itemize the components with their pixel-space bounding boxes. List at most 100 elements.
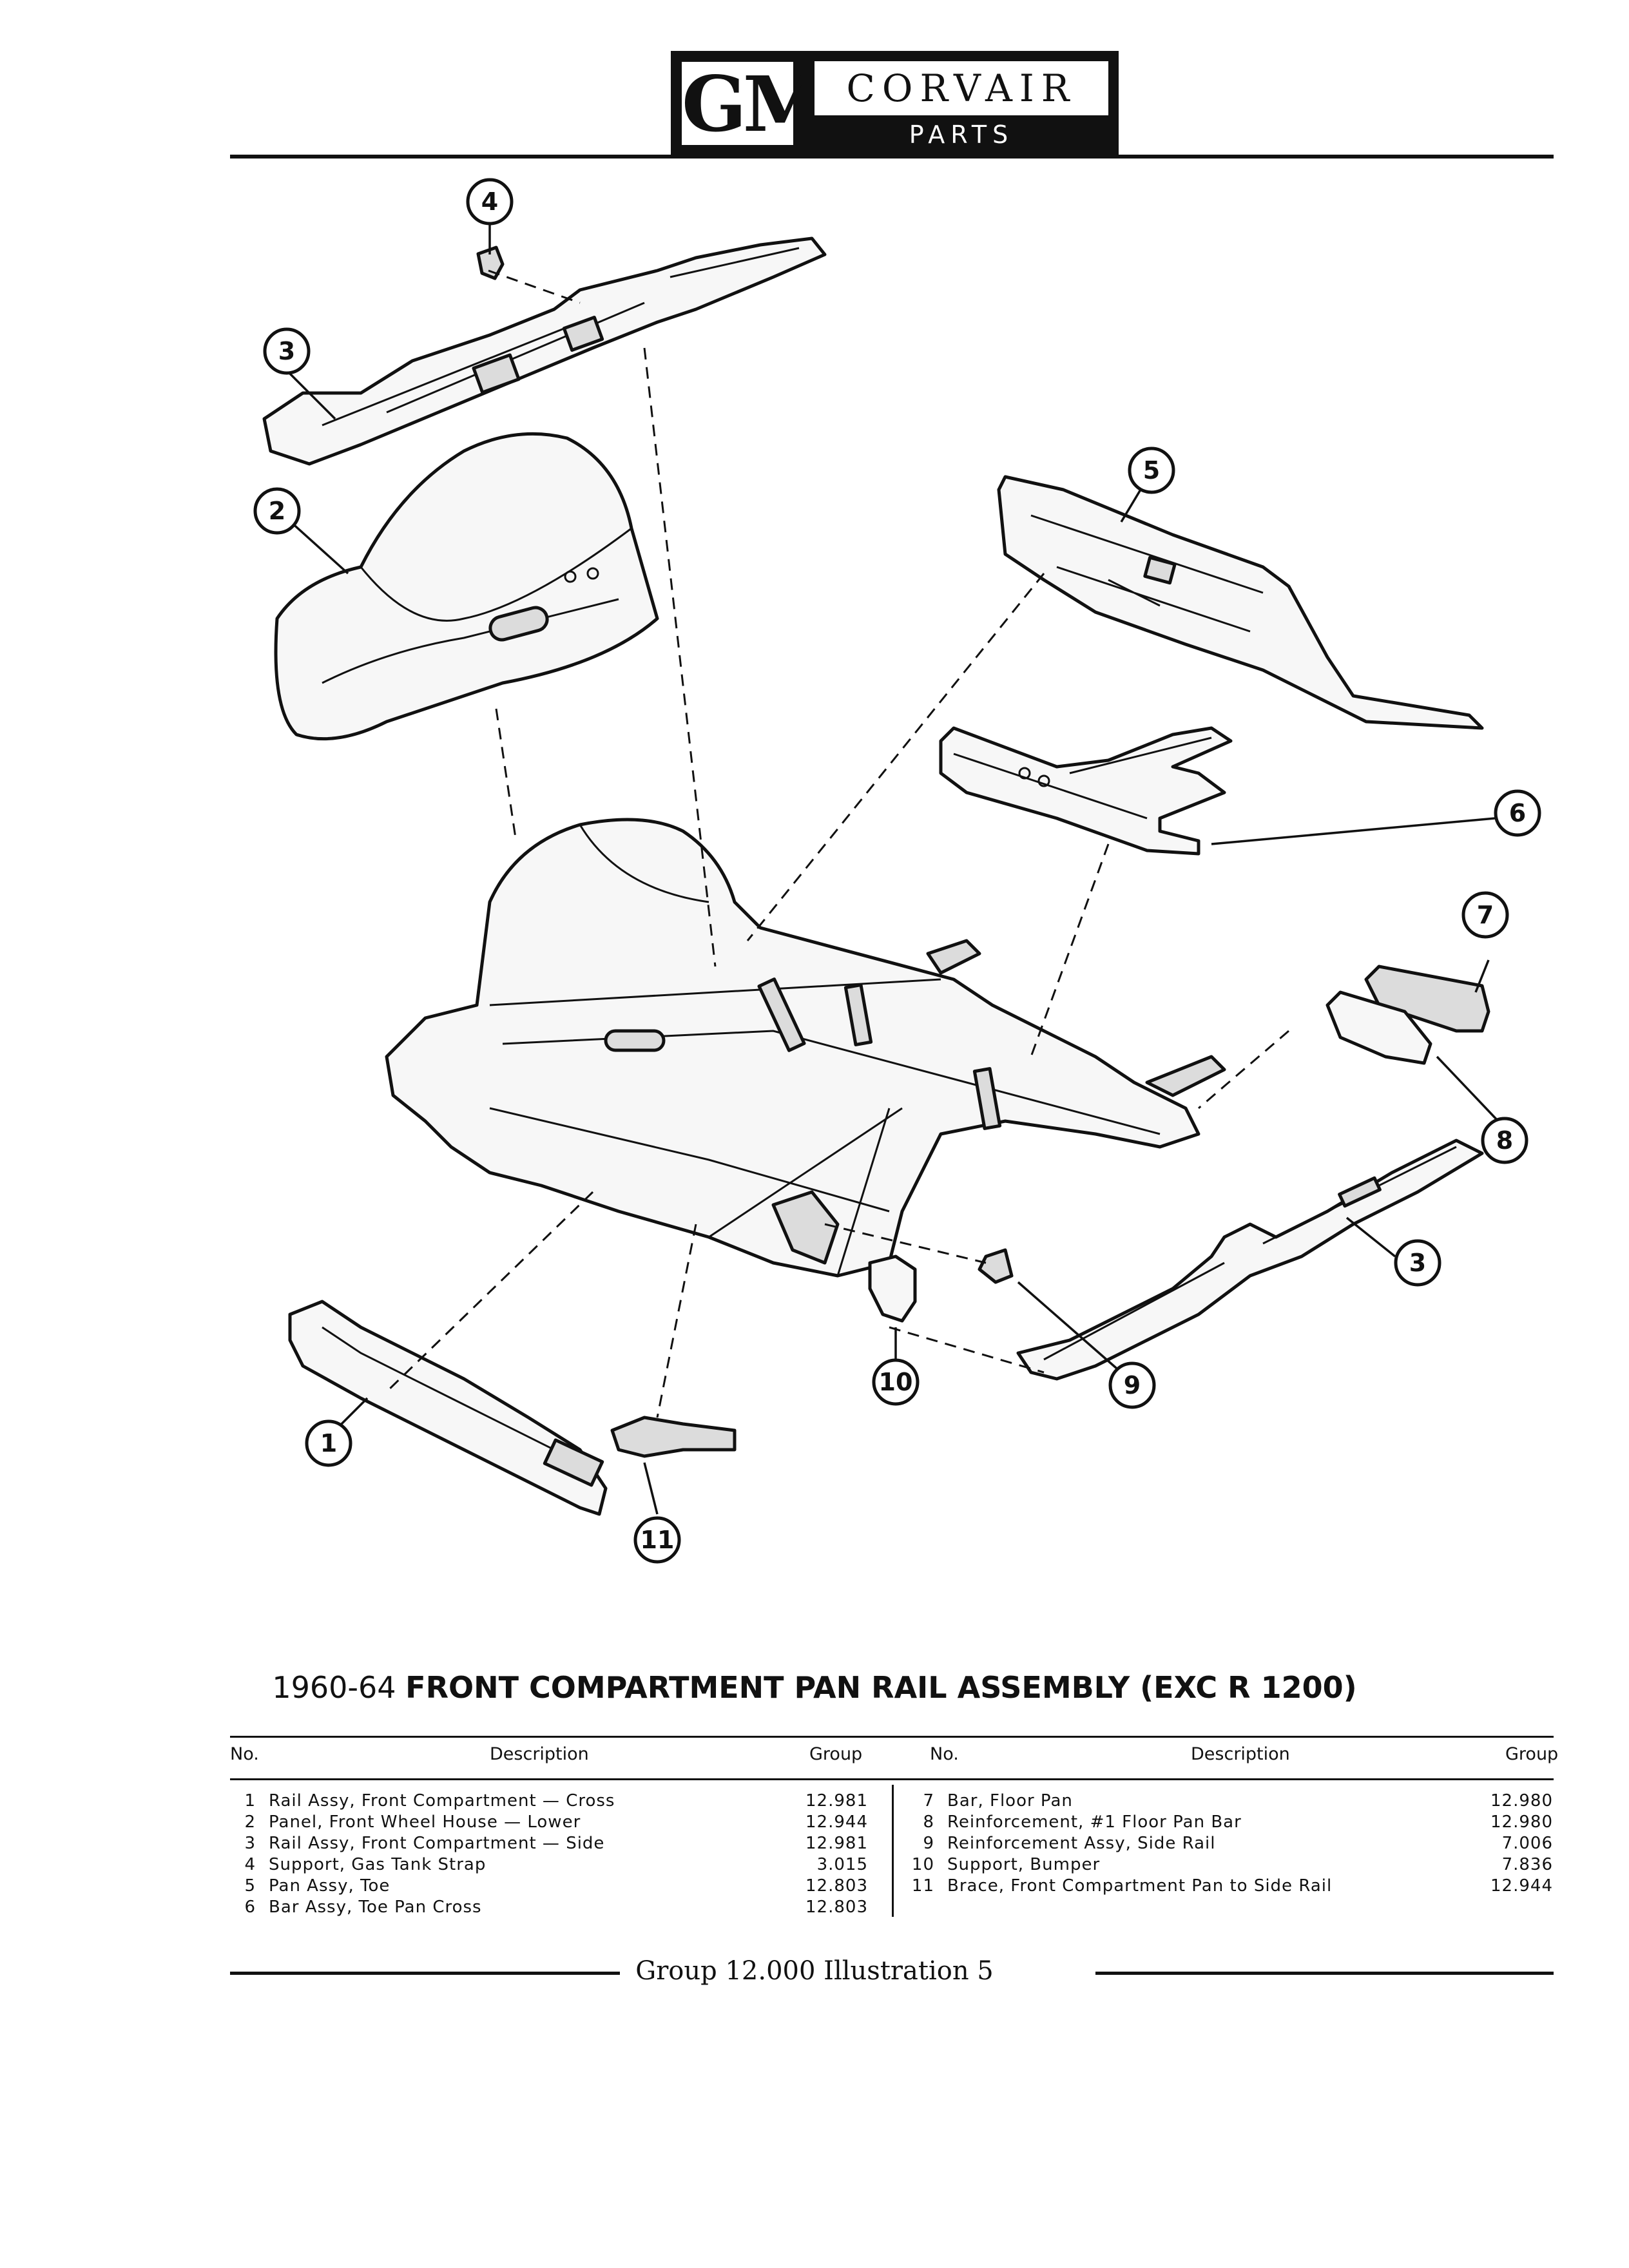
- toe-pan-part: [997, 475, 1484, 730]
- callout-number: 4: [481, 187, 498, 216]
- part-group: 7.836: [1501, 1855, 1553, 1874]
- header-group-right: Group: [1505, 1744, 1559, 1764]
- brand-name: CORVAIR: [815, 61, 1108, 115]
- front-compartment-assembly: [385, 818, 1226, 1278]
- header-description-left: Description: [490, 1744, 589, 1764]
- callout-number: 5: [1143, 456, 1160, 485]
- exploded-diagram: 1 2 3 3 4 5 6 7 8 9 10 11: [253, 178, 1541, 1564]
- callout-1: 1: [305, 1419, 352, 1467]
- footer-rule-left: [230, 1972, 694, 1975]
- callout-number: 11: [641, 1526, 675, 1554]
- part-number: 11: [911, 1876, 934, 1896]
- part-number: 8: [923, 1812, 934, 1832]
- part-number: 3: [244, 1834, 256, 1853]
- part-number: 2: [244, 1812, 256, 1832]
- callout-4: 4: [466, 178, 514, 226]
- part-group: 12.944: [805, 1812, 868, 1832]
- part-row-2: 2 Panel, Front Wheel House — Lower 12.944: [230, 1811, 868, 1833]
- part-group: 3.015: [816, 1855, 868, 1874]
- title-years: 1960-64: [272, 1670, 396, 1705]
- footer-caption-text: Group 12.000 Illustration 5: [620, 1956, 1009, 1986]
- part-description: Bar Assy, Toe Pan Cross: [269, 1898, 482, 1917]
- callout-8: 8: [1481, 1117, 1528, 1164]
- callout-6: 6: [1494, 789, 1541, 837]
- column-divider: [892, 1785, 894, 1917]
- part-number: 1: [244, 1791, 256, 1811]
- side-rail-lower-part: [1016, 1139, 1484, 1381]
- alignment-lines: [385, 269, 1289, 1418]
- callout-3-lower: 3: [1394, 1239, 1441, 1287]
- part-row-8: 8 Reinforcement, #1 Floor Pan Bar 12.980: [909, 1811, 1553, 1833]
- callout-7: 7: [1461, 891, 1509, 939]
- catalogue-subtitle: PARTS CATALOGUE: [862, 120, 1061, 182]
- side-rail-upper-part: [262, 236, 827, 466]
- part-description: Panel, Front Wheel House — Lower: [269, 1812, 581, 1832]
- part-group: 12.803: [805, 1876, 868, 1896]
- part-group: 12.981: [805, 1834, 868, 1853]
- part-group: 12.981: [805, 1791, 868, 1811]
- callout-number: 7: [1477, 901, 1494, 929]
- bumper-support-part: [868, 1254, 917, 1323]
- header-no-left: No.: [230, 1744, 259, 1764]
- part-description: Rail Assy, Front Compartment — Side: [269, 1834, 605, 1853]
- strap-support-part: [476, 245, 505, 280]
- part-description: Pan Assy, Toe: [269, 1876, 390, 1896]
- part-description: Brace, Front Compartment Pan to Side Rai…: [947, 1876, 1333, 1896]
- wheel-house-panel-part: [274, 432, 659, 741]
- part-row-7: 7 Bar, Floor Pan 12.980: [909, 1790, 1553, 1812]
- part-row-1: 1 Rail Assy, Front Compartment — Cross 12.…: [230, 1790, 868, 1812]
- part-group: 12.980: [1490, 1791, 1553, 1811]
- illustration-title: 1960-64 FRONT COMPARTMENT PAN RAIL ASSEM…: [0, 1670, 1629, 1705]
- catalogue-header: GM CORVAIR PARTS CATALOGUE: [671, 51, 1119, 182]
- cross-rail-part: [288, 1300, 608, 1516]
- part-description: Reinforcement Assy, Side Rail: [947, 1834, 1216, 1853]
- part-row-9: 9 Reinforcement Assy, Side Rail 7.006: [909, 1832, 1553, 1854]
- part-row-6: 6 Bar Assy, Toe Pan Cross 12.803: [230, 1896, 868, 1918]
- part-number: 7: [923, 1791, 934, 1811]
- part-description: Support, Bumper: [947, 1855, 1101, 1874]
- part-number: 4: [244, 1855, 256, 1874]
- callout-5: 5: [1128, 447, 1175, 494]
- part-description: Bar, Floor Pan: [947, 1791, 1073, 1811]
- part-row-11: 11 Brace, Front Compartment Pan to Side R…: [909, 1875, 1553, 1897]
- part-group: 12.980: [1490, 1812, 1553, 1832]
- toe-pan-cross-bar-part: [939, 726, 1233, 856]
- header-rule: [230, 155, 1554, 159]
- title-main: FRONT COMPARTMENT PAN RAIL ASSEMBLY (EXC…: [405, 1670, 1357, 1705]
- part-description: Support, Gas Tank Strap: [269, 1855, 487, 1874]
- part-group: 12.944: [1490, 1876, 1553, 1896]
- part-row-4: 4 Support, Gas Tank Strap 3.015: [230, 1854, 868, 1876]
- part-description: Reinforcement, #1 Floor Pan Bar: [947, 1812, 1242, 1832]
- brace-part: [610, 1416, 737, 1458]
- part-row-10: 10 Support, Bumper 7.836: [909, 1854, 1553, 1876]
- table-rule-top: [230, 1736, 1554, 1738]
- callout-number: 2: [269, 497, 285, 525]
- gm-logo-text: GM: [679, 59, 827, 148]
- gm-logo: GM: [671, 51, 827, 156]
- callout-11: 11: [633, 1516, 681, 1564]
- part-row-5: 5 Pan Assy, Toe 12.803: [230, 1875, 868, 1897]
- callout-number: 1: [320, 1429, 337, 1457]
- callout-3-upper: 3: [263, 327, 311, 375]
- header-group-left: Group: [809, 1744, 863, 1764]
- part-number: 5: [244, 1876, 256, 1896]
- footer-caption: Group 12.000 Illustration 5: [0, 1956, 1629, 1986]
- callout-number: 10: [879, 1368, 913, 1396]
- brand-block: CORVAIR PARTS CATALOGUE: [804, 51, 1119, 182]
- callout-10: 10: [872, 1358, 920, 1406]
- part-number: 9: [923, 1834, 934, 1853]
- callout-2: 2: [253, 487, 301, 535]
- header-description-right: Description: [1191, 1744, 1290, 1764]
- part-description: Rail Assy, Front Compartment — Cross: [269, 1791, 615, 1811]
- callout-number: 8: [1496, 1126, 1513, 1155]
- part-group: 7.006: [1501, 1834, 1553, 1853]
- part-number: 6: [244, 1898, 256, 1917]
- part-number: 10: [911, 1855, 934, 1874]
- callout-number: 3: [1409, 1249, 1426, 1277]
- part-group: 12.803: [805, 1898, 868, 1917]
- callout-number: 6: [1509, 799, 1526, 827]
- floor-pan-bar-reinforcement-part: [1325, 990, 1432, 1065]
- callout-9: 9: [1108, 1361, 1156, 1409]
- callout-number: 3: [278, 337, 295, 365]
- leader-lines: [282, 222, 1499, 1515]
